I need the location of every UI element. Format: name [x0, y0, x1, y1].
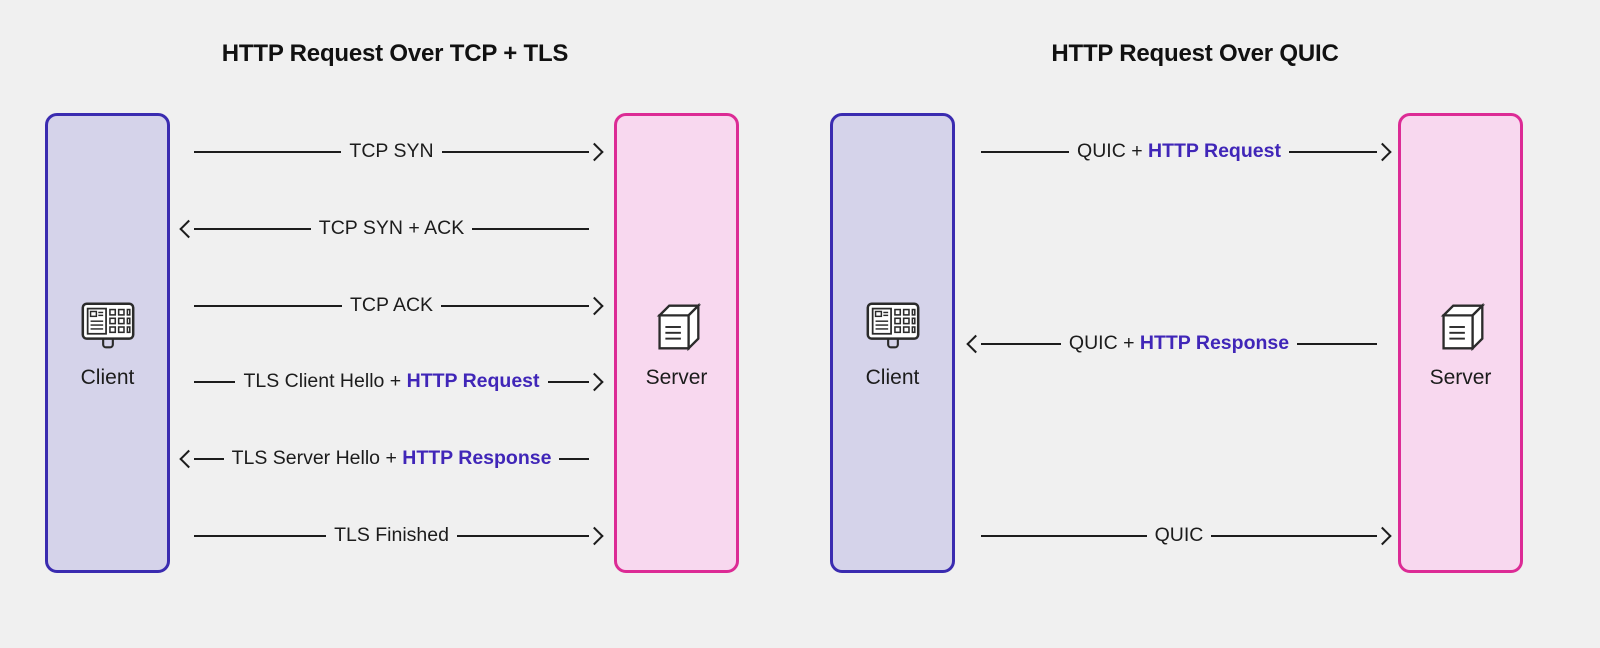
arrow-head-right-icon [589, 299, 602, 313]
flow-label: TCP SYN + ACK [318, 217, 465, 240]
flow-tail-spacer [181, 375, 194, 389]
flow-line-right [559, 458, 590, 460]
flow-tls-finished: TLS Finished [181, 521, 602, 551]
arrow-head-right-icon [1377, 529, 1390, 543]
desktop-computer-icon [77, 296, 139, 358]
flow-label: QUIC + HTTP Response [1068, 332, 1290, 355]
flow-line-right [472, 228, 589, 230]
flow-tail-spacer [181, 529, 194, 543]
panel-title-tcp-tls: HTTP Request Over TCP + TLS [221, 40, 569, 67]
flow-tail-spacer [589, 452, 602, 466]
flow-tls-server-hello: TLS Server Hello + HTTP Response [181, 444, 602, 474]
flow-tail-spacer [968, 529, 981, 543]
flow-line-right [1297, 343, 1378, 345]
flow-line-left [194, 535, 327, 537]
flow-tail-spacer [1377, 337, 1390, 351]
server-label: Server [645, 366, 708, 389]
flow-line-left [194, 458, 224, 460]
flow-tail-spacer [181, 145, 194, 159]
flow-tls-client-hello: TLS Client Hello + HTTP Request [181, 367, 602, 397]
flow-tcp-syn: TCP SYN [181, 137, 602, 167]
client-label: Client [865, 366, 920, 389]
client-node-tcp-tls: Client [45, 113, 170, 573]
flow-quic-http-request: QUIC + HTTP Request [968, 137, 1390, 167]
panel-quic: HTTP Request Over QUIC [790, 0, 1600, 648]
server-node-tcp-tls: Server [614, 113, 739, 573]
flow-line-left [194, 151, 342, 153]
flow-line-left [981, 151, 1070, 153]
flow-label: TCP ACK [349, 294, 434, 317]
client-label: Client [80, 366, 135, 389]
flow-line-right [1211, 535, 1377, 537]
flow-line-left [981, 343, 1061, 345]
panel-title-quic: HTTP Request Over QUIC [1051, 40, 1339, 67]
server-tower-icon [646, 296, 708, 358]
flow-label: QUIC [1154, 524, 1204, 547]
server-label: Server [1429, 366, 1492, 389]
flow-tail-spacer [181, 299, 194, 313]
flow-label: TLS Server Hello + HTTP Response [231, 447, 552, 470]
flow-line-left [981, 535, 1147, 537]
arrow-head-right-icon [589, 375, 602, 389]
client-node-quic: Client [830, 113, 955, 573]
flow-tail-spacer [589, 222, 602, 236]
flow-line-left [194, 381, 236, 383]
flow-line-right [456, 535, 590, 537]
flow-tcp-syn-ack: TCP SYN + ACK [181, 214, 602, 244]
flow-line-right [441, 305, 589, 307]
arrow-head-right-icon [1377, 145, 1390, 159]
arrow-head-left-icon [181, 222, 194, 236]
flow-quic-http-response: QUIC + HTTP Response [968, 329, 1390, 359]
flow-label: TLS Finished [334, 524, 449, 547]
flow-line-right [547, 381, 590, 383]
flow-tcp-ack: TCP ACK [181, 291, 602, 321]
flow-label: QUIC + HTTP Request [1077, 140, 1281, 163]
flow-line-right [1288, 151, 1377, 153]
panel-tcp-tls: HTTP Request Over TCP + TLS [0, 0, 790, 648]
arrow-head-right-icon [589, 529, 602, 543]
flow-quic: QUIC [968, 521, 1390, 551]
desktop-computer-icon [862, 296, 924, 358]
flow-line-left [194, 228, 311, 230]
flow-label: TLS Client Hello + HTTP Request [243, 370, 540, 393]
server-tower-icon [1430, 296, 1492, 358]
arrow-head-right-icon [589, 145, 602, 159]
flow-line-left [194, 305, 342, 307]
flow-tail-spacer [968, 145, 981, 159]
arrow-head-left-icon [181, 452, 194, 466]
flow-line-right [441, 151, 590, 153]
flow-label: TCP SYN [349, 140, 434, 163]
server-node-quic: Server [1398, 113, 1523, 573]
arrow-head-left-icon [968, 337, 981, 351]
